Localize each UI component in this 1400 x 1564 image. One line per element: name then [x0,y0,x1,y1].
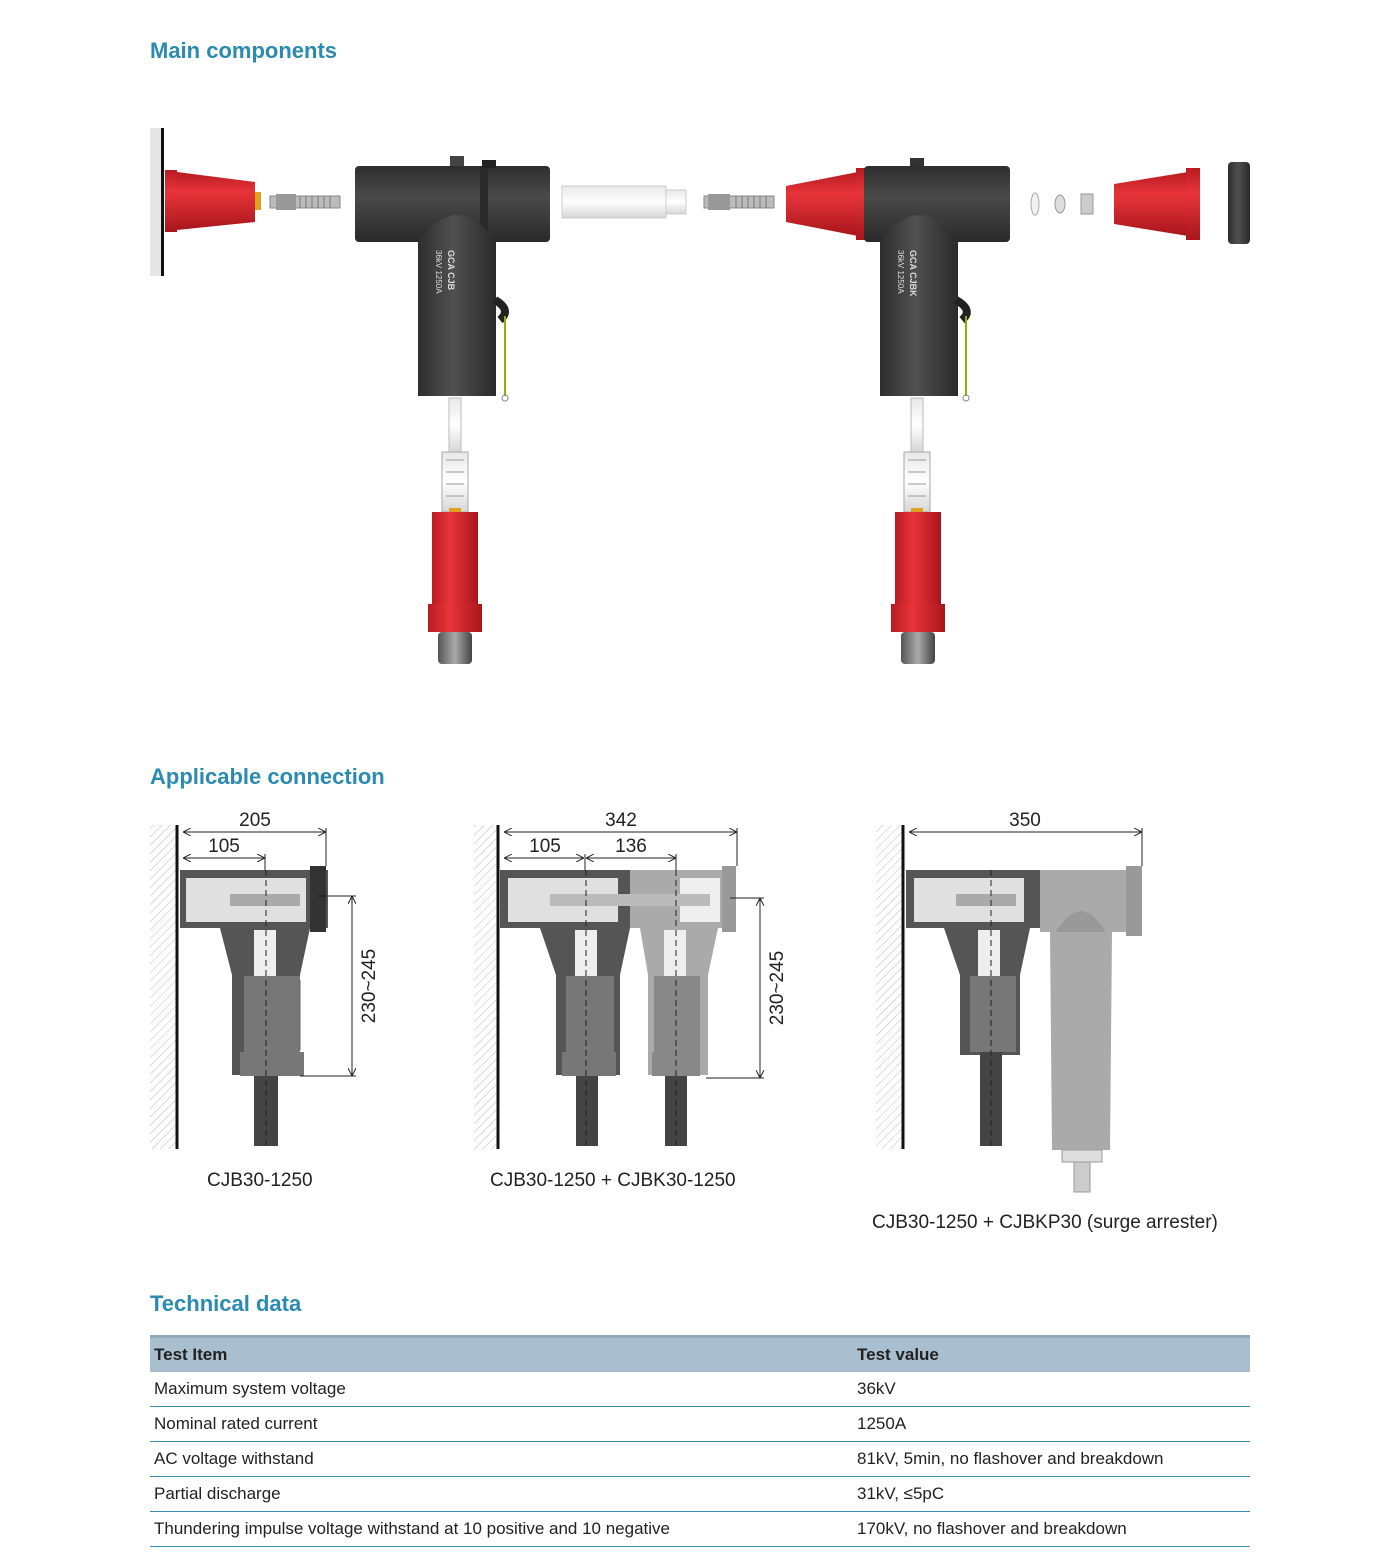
cjb-label: GCA CJB 36kV 1250A [434,250,456,294]
svg-text:36kV 1250A: 36kV 1250A [434,250,443,294]
stud-bolt-1 [269,194,341,210]
header-test-value: Test value [853,1335,1250,1372]
test-value: 170kV, no flashover and breakdown [853,1511,1250,1547]
drawing-cjb30-cjbk30: 342 105 136 230~245 [474,810,788,1149]
test-value: 31kV, ≤5pC [853,1476,1250,1512]
washer-nut-set [1030,192,1094,216]
technical-data-table: Test Item Test value Maximum system volt… [150,1335,1250,1547]
cable-assembly-right [891,397,945,664]
test-item: Thundering impulse voltage withstand at … [150,1511,853,1547]
header-test-item: Test Item [150,1335,853,1372]
caption-cjb30: CJB30-1250 [207,1170,313,1191]
test-item: AC voltage withstand [150,1441,853,1477]
stud-bolt-2 [703,194,775,210]
table-row: Partial discharge 31kV, ≤5pC [150,1476,1250,1512]
applicable-connection-title: Applicable connection [150,764,385,789]
dim-350: 350 [1009,810,1041,831]
dim-205: 205 [239,810,271,831]
caption-cjb30-cjbkp30: CJB30-1250 + CJBKP30 (surge arrester) [872,1212,1218,1233]
cjbk-label: GCA CJBK 36kV 1250A [896,250,918,297]
insulating-plug [561,185,687,219]
dim-height: 230~245 [359,949,380,1024]
dim-342: 342 [605,810,637,831]
dim-136: 136 [615,836,647,857]
table-row: Maximum system voltage 36kV [150,1372,1250,1407]
t-connector-cjb: GCA CJB 36kV 1250A [355,156,550,402]
test-item: Maximum system voltage [150,1372,853,1407]
technical-data-title: Technical data [150,1291,302,1316]
dim-105: 105 [208,836,240,857]
wall-plate [150,128,164,276]
test-value: 81kV, 5min, no flashover and breakdown [853,1441,1250,1477]
test-item: Nominal rated current [150,1406,853,1442]
test-item: Partial discharge [150,1476,853,1512]
drawing-cjb30: 205 105 230~245 [150,810,380,1149]
connection-drawings: 205 105 230~245 342 105 136 [150,810,1143,1193]
svg-text:GCA CJBK: GCA CJBK [908,250,918,297]
svg-text:36kV 1250A: 36kV 1250A [896,250,905,294]
test-value: 1250A [853,1406,1250,1442]
table-row: Thundering impulse voltage withstand at … [150,1511,1250,1547]
dim-height-2: 230~245 [767,951,788,1026]
bushing-left [165,170,261,232]
end-cap [1228,162,1250,244]
main-components-title: Main components [150,38,338,63]
dim-105b: 105 [529,836,561,857]
t-connector-cjbk: GCA CJBK 36kV 1250A [786,158,1010,402]
rear-bushing [1114,168,1200,240]
caption-cjb30-cjbk30: CJB30-1250 + CJBK30-1250 [490,1170,736,1191]
table-header-row: Test Item Test value [150,1335,1250,1372]
cable-assembly-left [428,397,482,664]
drawing-cjb30-cjbkp30: 350 [876,810,1143,1193]
test-value: 36kV [853,1372,1250,1407]
main-components-illustration: GCA CJB 36kV 1250A GCA CJBK 36kV [150,128,1250,664]
table-row: AC voltage withstand 81kV, 5min, no flas… [150,1441,1250,1477]
table-row: Nominal rated current 1250A [150,1406,1250,1442]
svg-text:GCA CJB: GCA CJB [446,250,456,291]
